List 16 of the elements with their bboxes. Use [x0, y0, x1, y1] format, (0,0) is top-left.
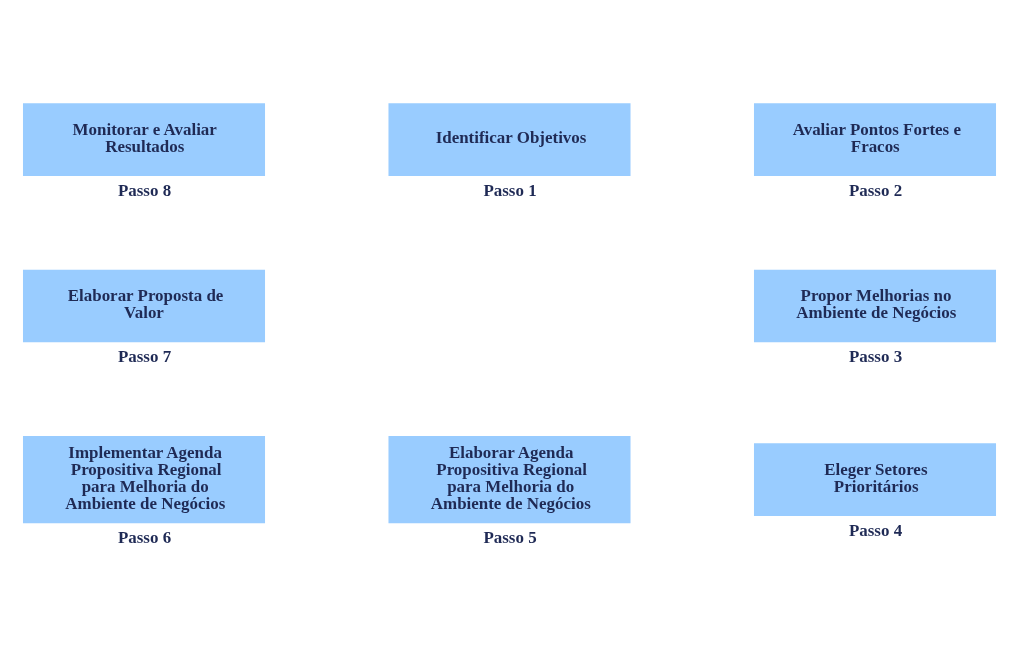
node-label: Passo 3: [848, 346, 903, 366]
node-label: Passo 2: [848, 180, 903, 200]
node-box: Propor Melhorias no Ambiente de Negócios: [753, 269, 996, 342]
node-label: Passo 1: [483, 180, 537, 200]
node-box: Avaliar Pontos Fortes e Fracos: [753, 102, 996, 176]
node-box: Identificar Objetivos: [388, 102, 631, 176]
node-label: Passo 8: [117, 180, 172, 200]
node-box: Elaborar Agenda Propositiva Regional para Melhoria do Ambiente de Negócios: [388, 435, 631, 523]
node-label: Passo 4: [848, 520, 903, 540]
node-label: Passo 6: [117, 527, 172, 547]
node-box: Implementar Agenda Propositiva Regional para Melhoria do Ambiente de Negócios: [23, 435, 266, 523]
node-box: Monitorar e Avaliar Resultados: [23, 102, 266, 176]
node-box: Elaborar Proposta de Valor: [23, 269, 266, 342]
node-label: Passo 5: [483, 527, 537, 547]
node-box: Eleger Setores Prioritários: [753, 442, 996, 516]
node-label: Passo 7: [117, 346, 172, 366]
